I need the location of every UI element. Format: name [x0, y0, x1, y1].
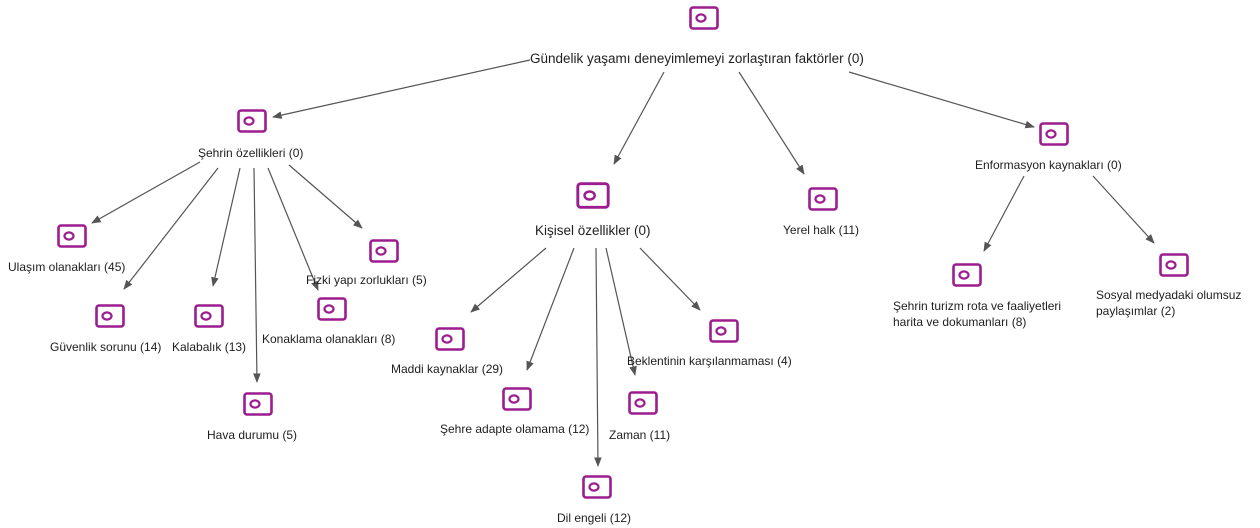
node-label-guvenlik: Güvenlik sorunu (14) [50, 340, 162, 354]
node-label-maddi: Maddi kaynaklar (29) [391, 362, 504, 376]
edge-sehir-kalabalik [211, 167, 241, 287]
edge-root-yerel [738, 71, 805, 175]
edge-kisisel-dil [594, 247, 602, 467]
code-tag-icon [243, 392, 273, 416]
edge-root-sehir [272, 59, 531, 119]
edge-sehir-hava [253, 167, 261, 383]
node-label-kisisel: Kişisel özellikler (0) [535, 223, 651, 238]
edge-enformasyon-sosyal [1092, 175, 1155, 244]
node-label-root: Gündelik yaşamı deneyimlemeyi zorlaştıra… [530, 51, 864, 66]
code-tag-icon [317, 297, 347, 321]
node-label-dil: Dil engeli (12) [557, 511, 632, 525]
code-tag-icon [808, 187, 838, 211]
code-tag-icon [582, 475, 612, 499]
code-tag-icon [194, 304, 224, 328]
edge-root-enformasyon [848, 71, 1035, 129]
node-label-sosyal-line2: paylaşımlar (2) [1096, 304, 1176, 318]
code-tag-icon [1039, 122, 1069, 146]
edge-kisisel-maddi [470, 247, 547, 313]
edge-sehir-fizki [288, 164, 363, 229]
edge-kisisel-zaman [605, 247, 637, 376]
code-tag-icon [689, 6, 719, 30]
edge-sehir-ulasim [91, 161, 201, 224]
node-label-kalabalik: Kalabalık (13) [172, 340, 247, 354]
node-label-sosyal-line1: Sosyal medyadaki olumsuz [1096, 288, 1242, 302]
node-label-beklenti: Beklentinin karşılanmaması (4) [627, 354, 792, 368]
edge-sehir-konaklama [267, 167, 319, 291]
edge-sehir-guvenlik [123, 167, 219, 290]
node-label-zaman: Zaman (11) [609, 428, 671, 442]
code-tag-icon [435, 327, 465, 351]
code-tag-icon [952, 263, 982, 287]
node-label-adapte: Şehre adapte olamama (12) [440, 422, 590, 436]
node-label-enformasyon: Enformasyon kaynakları (0) [975, 158, 1122, 172]
code-tag-icon [709, 319, 739, 343]
node-label-fizki: Fizki yapı zorlukları (5) [306, 273, 427, 287]
node-label-turizm-line2: harita ve dokumanları (8) [893, 315, 1027, 329]
edge-kisisel-beklenti [639, 247, 701, 311]
code-tag-icon [1159, 253, 1189, 277]
node-label-ulasim: Ulaşım olanakları (45) [8, 260, 126, 274]
edge-kisisel-adapte [526, 247, 575, 371]
node-label-sehir: Şehrin özellikleri (0) [198, 146, 304, 160]
code-tag-icon [237, 109, 267, 133]
code-tag-icon [628, 391, 658, 415]
edge-enformasyon-turizm [983, 175, 1025, 252]
node-label-konaklama: Konaklama olanakları (8) [262, 332, 396, 346]
node-label-hava: Hava durumu (5) [207, 428, 298, 442]
edge-root-kisisel [613, 71, 665, 165]
code-tag-icon [95, 304, 125, 328]
code-tag-icon [57, 224, 87, 248]
node-label-yerel: Yerel halk (11) [783, 223, 860, 237]
code-tag-icon [502, 387, 532, 411]
code-tag-icon [369, 239, 399, 263]
node-label-turizm-line1: Şehrin turizm rota ve faaliyetleri [893, 299, 1062, 313]
code-tag-icon [576, 182, 610, 209]
